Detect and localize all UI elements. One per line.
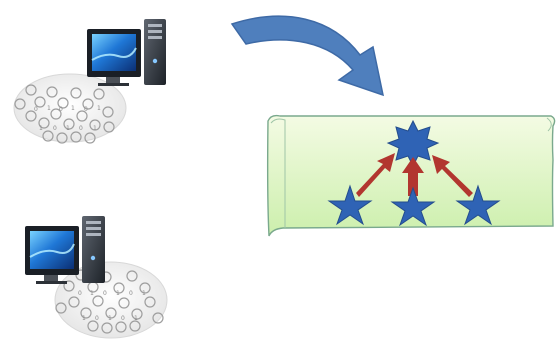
top-bit-cloud: 0 1 0 1 0 1 1 0 1 0 1 — [13, 73, 127, 144]
svg-text:1: 1 — [142, 290, 146, 297]
svg-text:1: 1 — [108, 315, 112, 322]
svg-text:0: 0 — [79, 125, 83, 132]
hierarchy-leaf-nodes — [327, 184, 501, 227]
svg-text:0: 0 — [84, 106, 88, 113]
svg-text:0: 0 — [103, 290, 107, 297]
bottom-computer — [25, 216, 105, 284]
hierarchy-center-star — [390, 186, 436, 227]
svg-text:0: 0 — [129, 290, 133, 297]
hierarchy-right-star — [455, 184, 501, 226]
svg-text:0: 0 — [59, 106, 63, 113]
svg-text:1: 1 — [134, 315, 138, 322]
hierarchy-graphic — [327, 119, 501, 227]
svg-text:1: 1 — [39, 125, 43, 132]
top-computer-cluster: 0 1 0 1 0 1 1 0 1 0 1 — [13, 19, 166, 144]
curved-arrow-icon — [230, 15, 385, 97]
top-monitor — [87, 29, 141, 86]
svg-text:0: 0 — [78, 290, 82, 297]
svg-text:0: 0 — [95, 315, 99, 322]
svg-text:0: 0 — [53, 125, 57, 132]
svg-text:0: 0 — [34, 106, 38, 113]
top-tower — [144, 19, 166, 85]
svg-text:1: 1 — [90, 290, 94, 297]
top-computer — [87, 19, 166, 86]
bottom-monitor — [25, 226, 79, 284]
svg-text:1: 1 — [82, 315, 86, 322]
bottom-computer-cluster: 0 1 0 1 0 1 1 0 1 0 1 — [25, 216, 168, 339]
svg-text:1: 1 — [71, 105, 75, 112]
svg-text:1: 1 — [66, 125, 70, 132]
hierarchy-arrows — [356, 153, 473, 197]
svg-text:1: 1 — [97, 105, 101, 112]
svg-text:1: 1 — [93, 125, 97, 132]
svg-text:1: 1 — [116, 290, 120, 297]
hierarchy-left-star — [327, 184, 373, 226]
bottom-tower — [82, 216, 105, 283]
svg-text:1: 1 — [47, 105, 51, 112]
svg-text:0: 0 — [121, 315, 125, 322]
